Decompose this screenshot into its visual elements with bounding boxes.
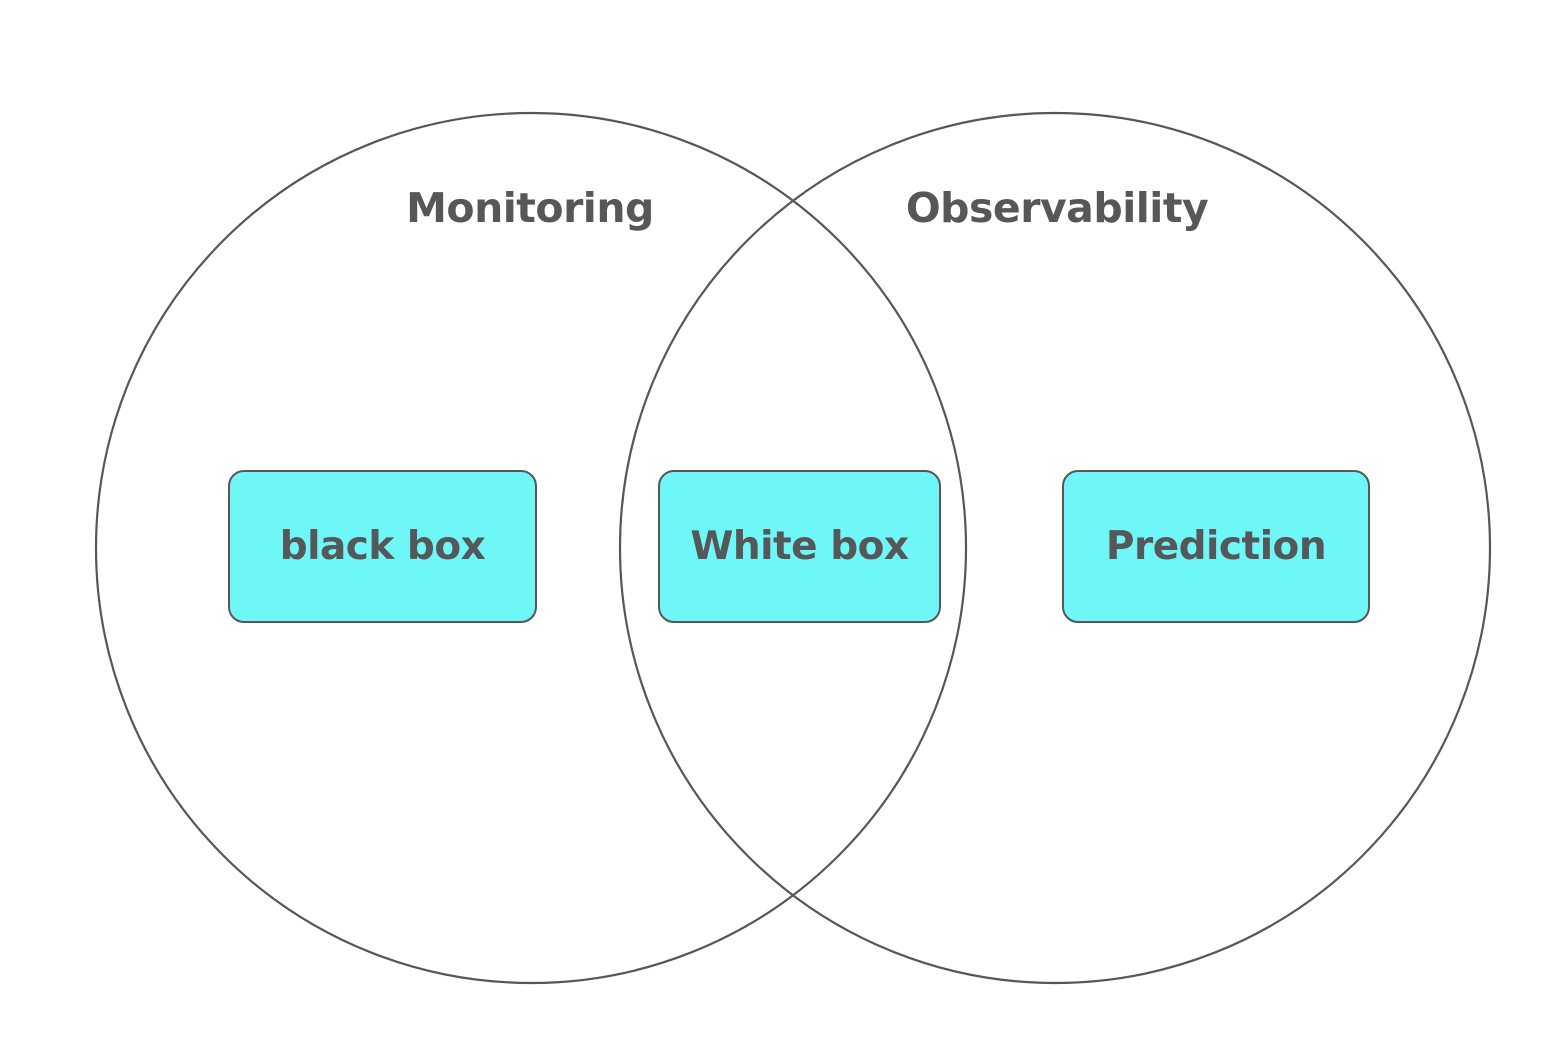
concept-box-white-box[interactable]: White box: [658, 470, 941, 623]
concept-box-label: White box: [690, 524, 909, 569]
concept-box-label: Prediction: [1105, 524, 1327, 569]
concept-box-black-box[interactable]: black box: [228, 470, 537, 623]
set-label-observability: Observability: [905, 184, 1209, 232]
observability-circle: [618, 111, 1492, 985]
concept-box-prediction[interactable]: Prediction: [1062, 470, 1370, 623]
set-label-monitoring: Monitoring: [406, 184, 654, 232]
concept-box-label: black box: [279, 524, 486, 569]
monitoring-circle: [94, 111, 968, 985]
